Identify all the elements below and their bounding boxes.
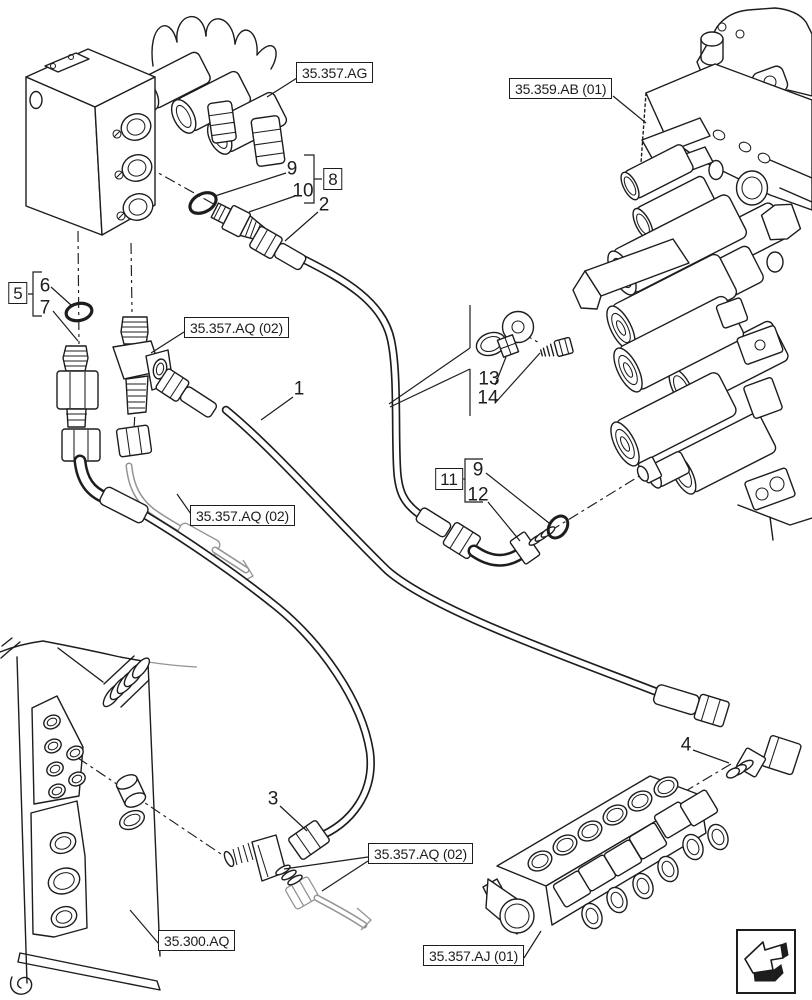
panel-port-nut <box>115 774 147 808</box>
elbow-fitting-12 <box>467 526 556 567</box>
callout-13: 13 <box>478 368 500 390</box>
o-ring-6 <box>64 301 94 323</box>
bolt-14 <box>540 336 574 357</box>
manifold-solenoids <box>552 789 729 930</box>
hose-2 <box>298 254 424 519</box>
ref-label-35-357-AQ-02-mid[interactable]: 35.357.AQ (02) <box>190 505 295 527</box>
ref-label-35-357-AJ-01[interactable]: 35.357.AJ (01) <box>423 945 525 967</box>
elbow-fitting-left <box>61 428 149 524</box>
callout-9b: 9 <box>472 459 484 481</box>
solenoid-valve-block <box>572 7 812 541</box>
fitting-7 <box>56 345 99 428</box>
tee-fitting-top <box>112 316 174 415</box>
callout-9a: 9 <box>286 158 298 180</box>
callout-14: 14 <box>477 387 499 409</box>
hose1-bottom-fitting <box>652 684 730 728</box>
swivel-nut-mid <box>115 424 153 458</box>
page-direction-arrow-box[interactable] <box>736 929 796 994</box>
o-ring-9b <box>546 514 570 540</box>
callout-6: 6 <box>39 275 51 297</box>
ref-label-35-357-AQ-02-bottom[interactable]: 35.357.AQ (02) <box>368 843 473 865</box>
tee-fitting-bottom <box>223 834 303 886</box>
hose1-end-fitting <box>155 368 218 418</box>
ref-label-35-357-AQ-02-top[interactable]: 35.357.AQ (02) <box>184 317 289 339</box>
ghost-hose-bottom <box>285 876 372 931</box>
callout-2: 2 <box>318 194 330 216</box>
leader-lines <box>28 77 730 959</box>
ref-label-35-359-AB-01[interactable]: 35.359.AB (01) <box>509 78 613 100</box>
ref-label-35-357-AG[interactable]: 35.357.AG <box>296 62 374 84</box>
manifold-block <box>482 775 729 935</box>
corrugated-hose-stub <box>102 655 151 708</box>
callout-1: 1 <box>293 378 305 400</box>
pilot-valve-block <box>25 16 288 236</box>
callout-box-11: 11 <box>435 468 463 490</box>
connector-plug <box>207 100 237 144</box>
pilot-block-ports <box>112 113 154 221</box>
port-plate-large <box>30 800 88 938</box>
ref-label-35-300-AQ[interactable]: 35.300.AQ <box>158 930 236 952</box>
elbow-fitting-4 <box>725 735 802 779</box>
callout-10: 10 <box>292 180 314 202</box>
hose2-end-fitting <box>249 226 307 271</box>
hose2-bottom-fitting <box>415 507 452 538</box>
manifold-top-caps <box>527 776 679 872</box>
panel-port-washer <box>118 809 146 831</box>
callout-3: 3 <box>267 788 279 810</box>
clamp-13 <box>475 310 535 358</box>
hose-1 <box>221 405 667 699</box>
connector-plug <box>250 115 286 167</box>
solenoid-wires <box>151 16 277 70</box>
ghost-hose-mid <box>125 462 254 582</box>
callout-7: 7 <box>39 297 51 319</box>
callout-box-5: 5 <box>8 282 28 304</box>
direction-arrow-icon <box>744 941 789 982</box>
callout-4: 4 <box>680 734 692 756</box>
port-plate-small <box>31 695 86 805</box>
callout-box-8: 8 <box>323 168 343 190</box>
hydraulic-panel <box>0 637 198 995</box>
hose-3 <box>117 497 375 843</box>
fitting-3-nut <box>288 820 330 860</box>
callout-12: 12 <box>467 484 489 506</box>
